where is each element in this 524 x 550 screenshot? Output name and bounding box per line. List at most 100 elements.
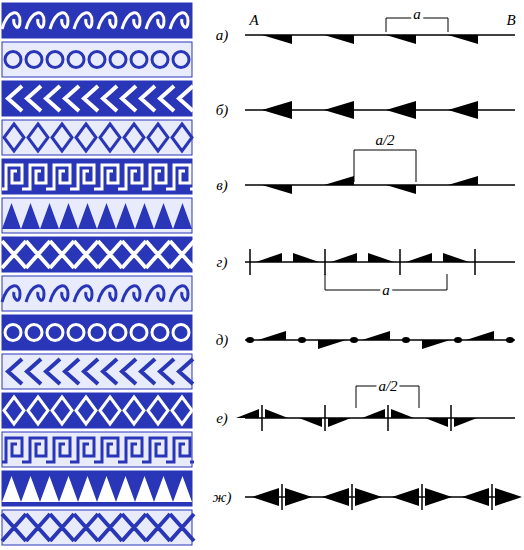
motif-triangle xyxy=(448,176,478,185)
mirror-line xyxy=(324,405,326,431)
mirror-line xyxy=(421,484,423,510)
ornament-strip xyxy=(2,237,194,272)
frieze-diagrams xyxy=(236,18,522,510)
ornament-strip xyxy=(2,120,192,155)
rotation-point xyxy=(298,337,306,343)
motif-triangle xyxy=(425,488,452,497)
ornament-strip xyxy=(2,510,194,545)
ornament-strip xyxy=(2,159,194,194)
motif-triangle xyxy=(328,418,351,427)
motif-triangle xyxy=(355,488,382,497)
motif-triangle xyxy=(362,331,390,340)
figure-letter: а) xyxy=(214,28,231,43)
point-label: B xyxy=(504,13,517,28)
figure-letter: д) xyxy=(214,333,231,348)
figure-letter: в) xyxy=(214,178,230,193)
rotation-point xyxy=(246,337,254,343)
motif-triangle xyxy=(454,418,477,427)
ornament-strip xyxy=(2,81,193,116)
motif-triangle xyxy=(466,331,494,340)
mirror-line xyxy=(324,249,326,275)
ornament-strip xyxy=(2,315,192,350)
ornament-strip xyxy=(2,198,192,233)
figure-letter: ж) xyxy=(211,490,234,505)
motif-triangle xyxy=(422,340,450,349)
motif-triangle xyxy=(425,418,448,427)
motif-triangle xyxy=(425,497,452,506)
dimension-label: a xyxy=(380,283,392,298)
rotation-point xyxy=(454,337,462,343)
rotation-point xyxy=(402,337,410,343)
ornament-strip xyxy=(2,354,193,389)
motif-triangle xyxy=(265,409,288,418)
ornament-strip xyxy=(2,42,192,77)
rotation-point xyxy=(350,337,358,343)
motif-triangle xyxy=(406,253,432,262)
ornament-strip xyxy=(2,471,192,506)
ornament-strip xyxy=(2,432,194,467)
motif-triangle xyxy=(448,35,478,44)
motif-triangle xyxy=(495,497,522,506)
mirror-line xyxy=(387,405,389,431)
figure-letter: б) xyxy=(214,103,231,118)
dimension-label: a/2 xyxy=(373,133,396,148)
motif-triangle xyxy=(258,331,286,340)
motif-triangle xyxy=(324,35,354,44)
motif-triangle xyxy=(368,253,394,262)
motif-triangle xyxy=(285,497,312,506)
motif-triangle xyxy=(299,418,322,427)
motif-triangle xyxy=(362,409,385,418)
motif-triangle xyxy=(462,488,489,497)
motif-triangle xyxy=(443,253,469,262)
motif-triangle xyxy=(355,497,382,506)
motif-triangle xyxy=(262,110,292,119)
motif-triangle xyxy=(322,497,349,506)
point-label: A xyxy=(247,13,260,28)
mirror-line xyxy=(450,405,452,431)
motif-triangle xyxy=(324,176,354,185)
mirror-line xyxy=(399,249,401,275)
motif-triangle xyxy=(262,185,292,194)
motif-triangle xyxy=(392,497,419,506)
motif-triangle xyxy=(386,101,416,110)
motif-triangle xyxy=(285,488,312,497)
rotation-point xyxy=(506,337,514,343)
figure-letter: г) xyxy=(215,255,230,270)
mirror-line xyxy=(491,484,493,510)
motif-triangle xyxy=(448,101,478,110)
motif-triangle xyxy=(262,35,292,44)
motif-triangle xyxy=(293,253,319,262)
ornament-strip xyxy=(2,393,192,428)
mirror-line xyxy=(261,405,263,431)
mirror-line xyxy=(351,484,353,510)
motif-triangle xyxy=(331,253,357,262)
motif-triangle xyxy=(322,488,349,497)
motif-triangle xyxy=(386,35,416,44)
motif-triangle xyxy=(318,340,346,349)
motif-triangle xyxy=(324,110,354,119)
motif-triangle xyxy=(386,110,416,119)
motif-triangle xyxy=(256,253,282,262)
mirror-line xyxy=(474,249,476,275)
motif-triangle xyxy=(252,497,279,506)
dimension-label: a xyxy=(411,7,423,22)
figure-letter: е) xyxy=(214,411,230,426)
motif-triangle xyxy=(392,488,419,497)
mirror-line xyxy=(249,249,251,275)
motif-triangle xyxy=(462,497,489,506)
mirror-line xyxy=(281,484,283,510)
motif-triangle xyxy=(391,409,414,418)
motif-triangle xyxy=(448,110,478,119)
motif-triangle xyxy=(262,101,292,110)
dimension-label: a/2 xyxy=(376,379,399,394)
motif-triangle xyxy=(324,101,354,110)
motif-triangle xyxy=(495,488,522,497)
ornament-strips xyxy=(2,3,194,545)
ornament-strip xyxy=(2,276,192,311)
dimension-line xyxy=(354,150,416,182)
motif-triangle xyxy=(386,185,416,194)
motif-triangle xyxy=(252,488,279,497)
motif-triangle xyxy=(236,409,259,418)
